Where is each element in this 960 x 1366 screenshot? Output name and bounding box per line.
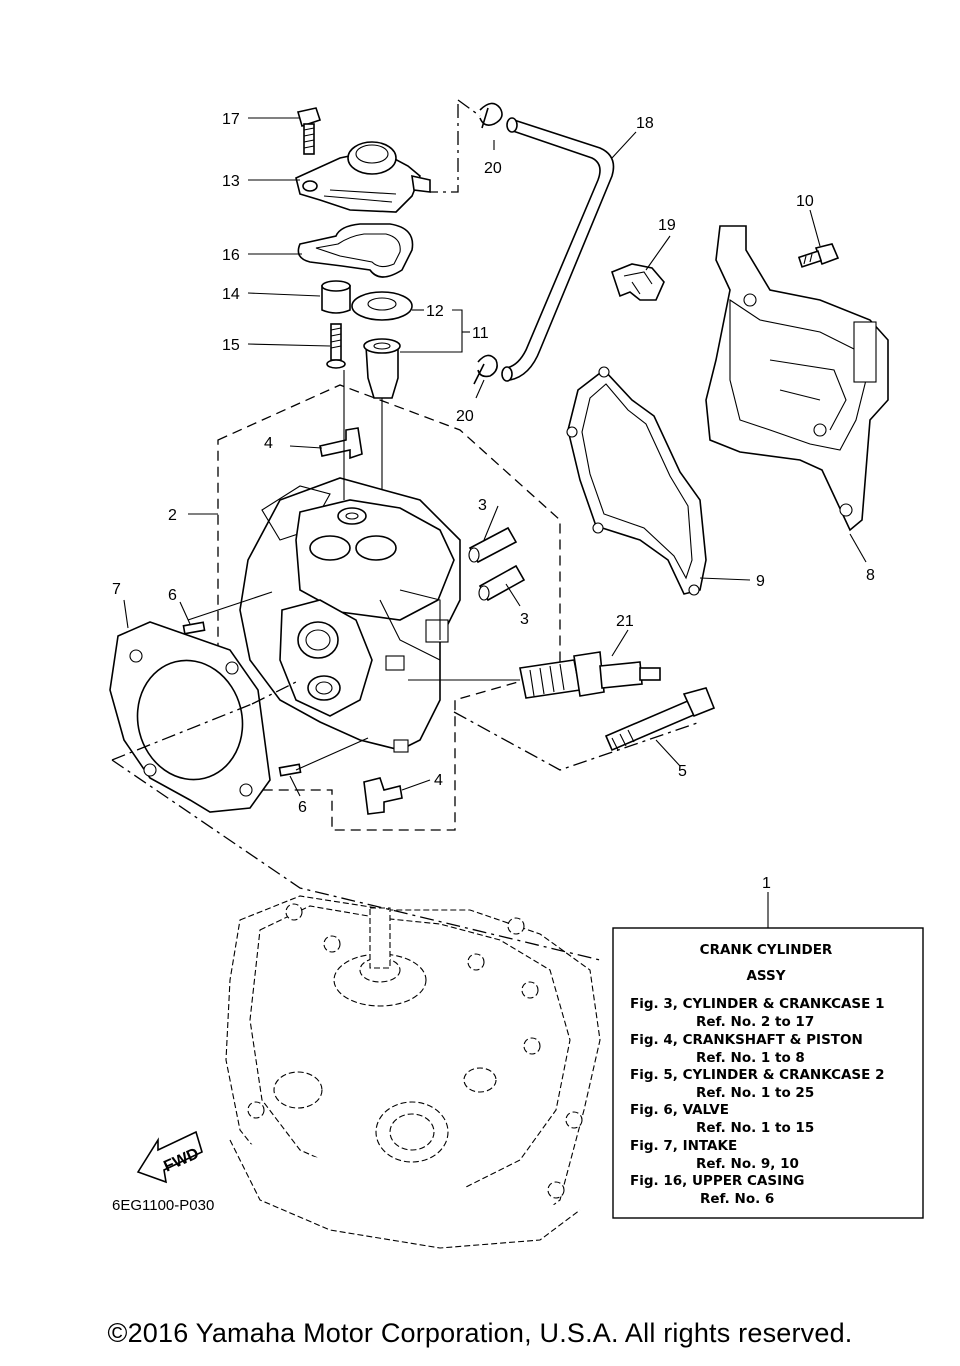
callout-8: 8 (866, 567, 875, 584)
bolt-part-10 (797, 243, 840, 268)
callout-19: 19 (658, 217, 676, 234)
fitting-part-4-upper (319, 427, 363, 460)
callout-2: 2 (168, 507, 177, 524)
reference-line: Ref. No. 9, 10 (696, 1156, 799, 1172)
callout-14: 14 (222, 286, 240, 303)
callout-17: 17 (222, 111, 240, 128)
fitting-part-4-lower (363, 777, 403, 815)
bolt-part-17 (296, 107, 322, 155)
gasket-part-16 (297, 223, 414, 278)
long-bolt-part-5 (604, 687, 716, 752)
callout-21: 21 (616, 613, 634, 630)
callout-6-upper: 6 (168, 587, 177, 604)
assembly-reference-lines (111, 99, 701, 961)
dowel-pin-part-6-lower (278, 763, 302, 777)
holder-part-19 (611, 263, 665, 301)
collar-part-14 (321, 280, 351, 314)
reference-line: Fig. 16, UPPER CASING (630, 1173, 805, 1189)
thermostat-cover-part-13 (295, 141, 431, 213)
reference-box: CRANK CYLINDER ASSY Fig. 3, CYLINDER & C… (612, 927, 924, 1219)
callout-18: 18 (636, 115, 654, 132)
callout-numbers: 17 13 16 14 15 12 11 20 20 18 19 10 8 9 … (112, 111, 875, 892)
reference-line: Ref. No. 1 to 25 (696, 1085, 814, 1101)
guide-part-3-upper (468, 526, 518, 564)
seal-ring-part-12 (351, 291, 413, 321)
callout-10: 10 (796, 193, 814, 210)
copyright-notice: ©2016 Yamaha Motor Corporation, U.S.A. A… (107, 1318, 853, 1348)
callout-16: 16 (222, 247, 240, 264)
reference-line: Fig. 5, CYLINDER & CRANKCASE 2 (630, 1067, 884, 1083)
hose-clip-part-20-lower (473, 354, 498, 385)
reference-line: Ref. No. 6 (700, 1191, 774, 1207)
callout-13: 13 (222, 173, 240, 190)
callout-1: 1 (762, 875, 771, 892)
fwd-arrow-icon: FWD (136, 1130, 203, 1184)
callout-4-lower: 4 (434, 772, 443, 789)
reference-box-title-1: CRANK CYLINDER (700, 942, 833, 958)
callout-5: 5 (678, 763, 687, 780)
cylinder-head-part-2 (239, 477, 461, 753)
reference-line: Fig. 7, INTAKE (630, 1138, 737, 1154)
crank-cylinder-assy-part-1 (225, 895, 601, 1249)
gasket-part-9 (566, 366, 707, 596)
hose-clip-part-20-upper (479, 102, 503, 129)
upper-casing-bracket-part-8 (705, 225, 889, 532)
callout-7: 7 (112, 581, 121, 598)
callout-3-upper: 3 (478, 497, 487, 514)
diagram-code: 6EG1100-P030 (112, 1197, 214, 1214)
screw-part-15 (326, 323, 346, 369)
spark-plug-part-21 (519, 651, 661, 699)
reference-line: Fig. 6, VALVE (630, 1102, 729, 1118)
hose-part-18 (501, 117, 615, 382)
callout-20-lower: 20 (456, 408, 474, 425)
callout-15: 15 (222, 337, 240, 354)
reference-line: Ref. No. 1 to 8 (696, 1050, 805, 1066)
callout-6-lower: 6 (298, 799, 307, 816)
callout-4-upper: 4 (264, 435, 273, 452)
head-gasket-part-7 (109, 621, 271, 813)
callout-3-lower: 3 (520, 611, 529, 628)
guide-part-3-lower (478, 564, 526, 602)
reference-box-title-2: ASSY (746, 968, 785, 984)
callout-9: 9 (756, 573, 765, 590)
callout-12: 12 (426, 303, 444, 320)
callout-11: 11 (472, 325, 489, 342)
reference-line: Ref. No. 1 to 15 (696, 1120, 814, 1136)
callout-20-upper: 20 (484, 160, 502, 177)
dowel-pin-part-6-upper (182, 621, 206, 635)
reference-line: Ref. No. 2 to 17 (696, 1014, 814, 1030)
leader-lines (123, 117, 867, 928)
reference-line: Fig. 4, CRANKSHAFT & PISTON (630, 1032, 863, 1048)
reference-line: Fig. 3, CYLINDER & CRANKCASE 1 (630, 996, 884, 1012)
